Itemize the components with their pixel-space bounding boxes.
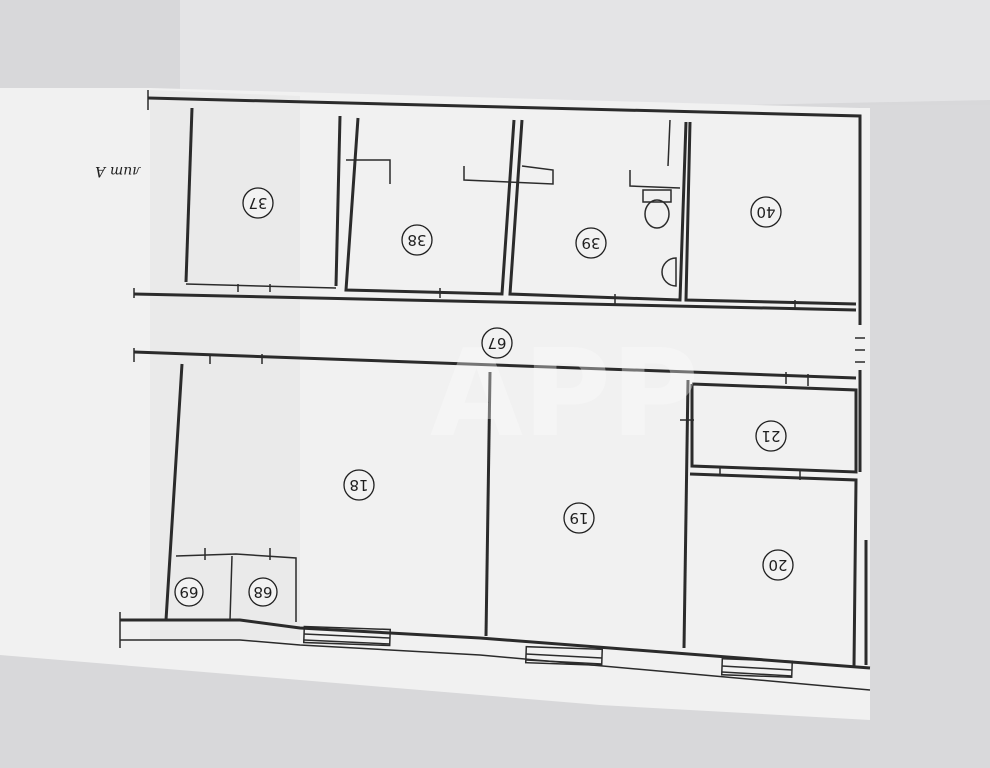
room-label-20: 20 [762,549,794,581]
room-label-37: 37 [242,187,274,219]
room-label-21: 21 [755,420,787,452]
svg-text:67: 67 [487,334,506,352]
toilet-icon [642,189,672,229]
svg-text:69: 69 [179,583,198,601]
svg-text:21: 21 [761,427,780,445]
svg-text:39: 39 [581,234,600,252]
room-label-38: 38 [401,224,433,256]
room-labels: 37 38 39 40 67 18 19 21 [95,163,794,607]
room-label-39: 39 [575,227,607,259]
room-label-68: 68 [248,577,278,607]
svg-text:лит А: лит А [95,163,141,179]
svg-text:38: 38 [407,231,426,249]
room-label-67: 67 [481,327,513,359]
room-label-69: 69 [174,577,204,607]
svg-text:68: 68 [253,583,272,601]
windows [302,625,794,678]
sink-icon [661,257,677,287]
svg-text:40: 40 [756,203,775,221]
room-label-18: 18 [343,469,375,501]
walls [119,90,871,691]
room-label-40: 40 [750,196,782,228]
svg-text:19: 19 [569,509,588,527]
watermark: APP [430,325,699,464]
sheet-label: лит А [95,163,141,179]
svg-text:37: 37 [248,194,267,212]
svg-text:18: 18 [349,476,368,494]
svg-text:20: 20 [768,556,787,574]
room-label-19: 19 [563,502,595,534]
